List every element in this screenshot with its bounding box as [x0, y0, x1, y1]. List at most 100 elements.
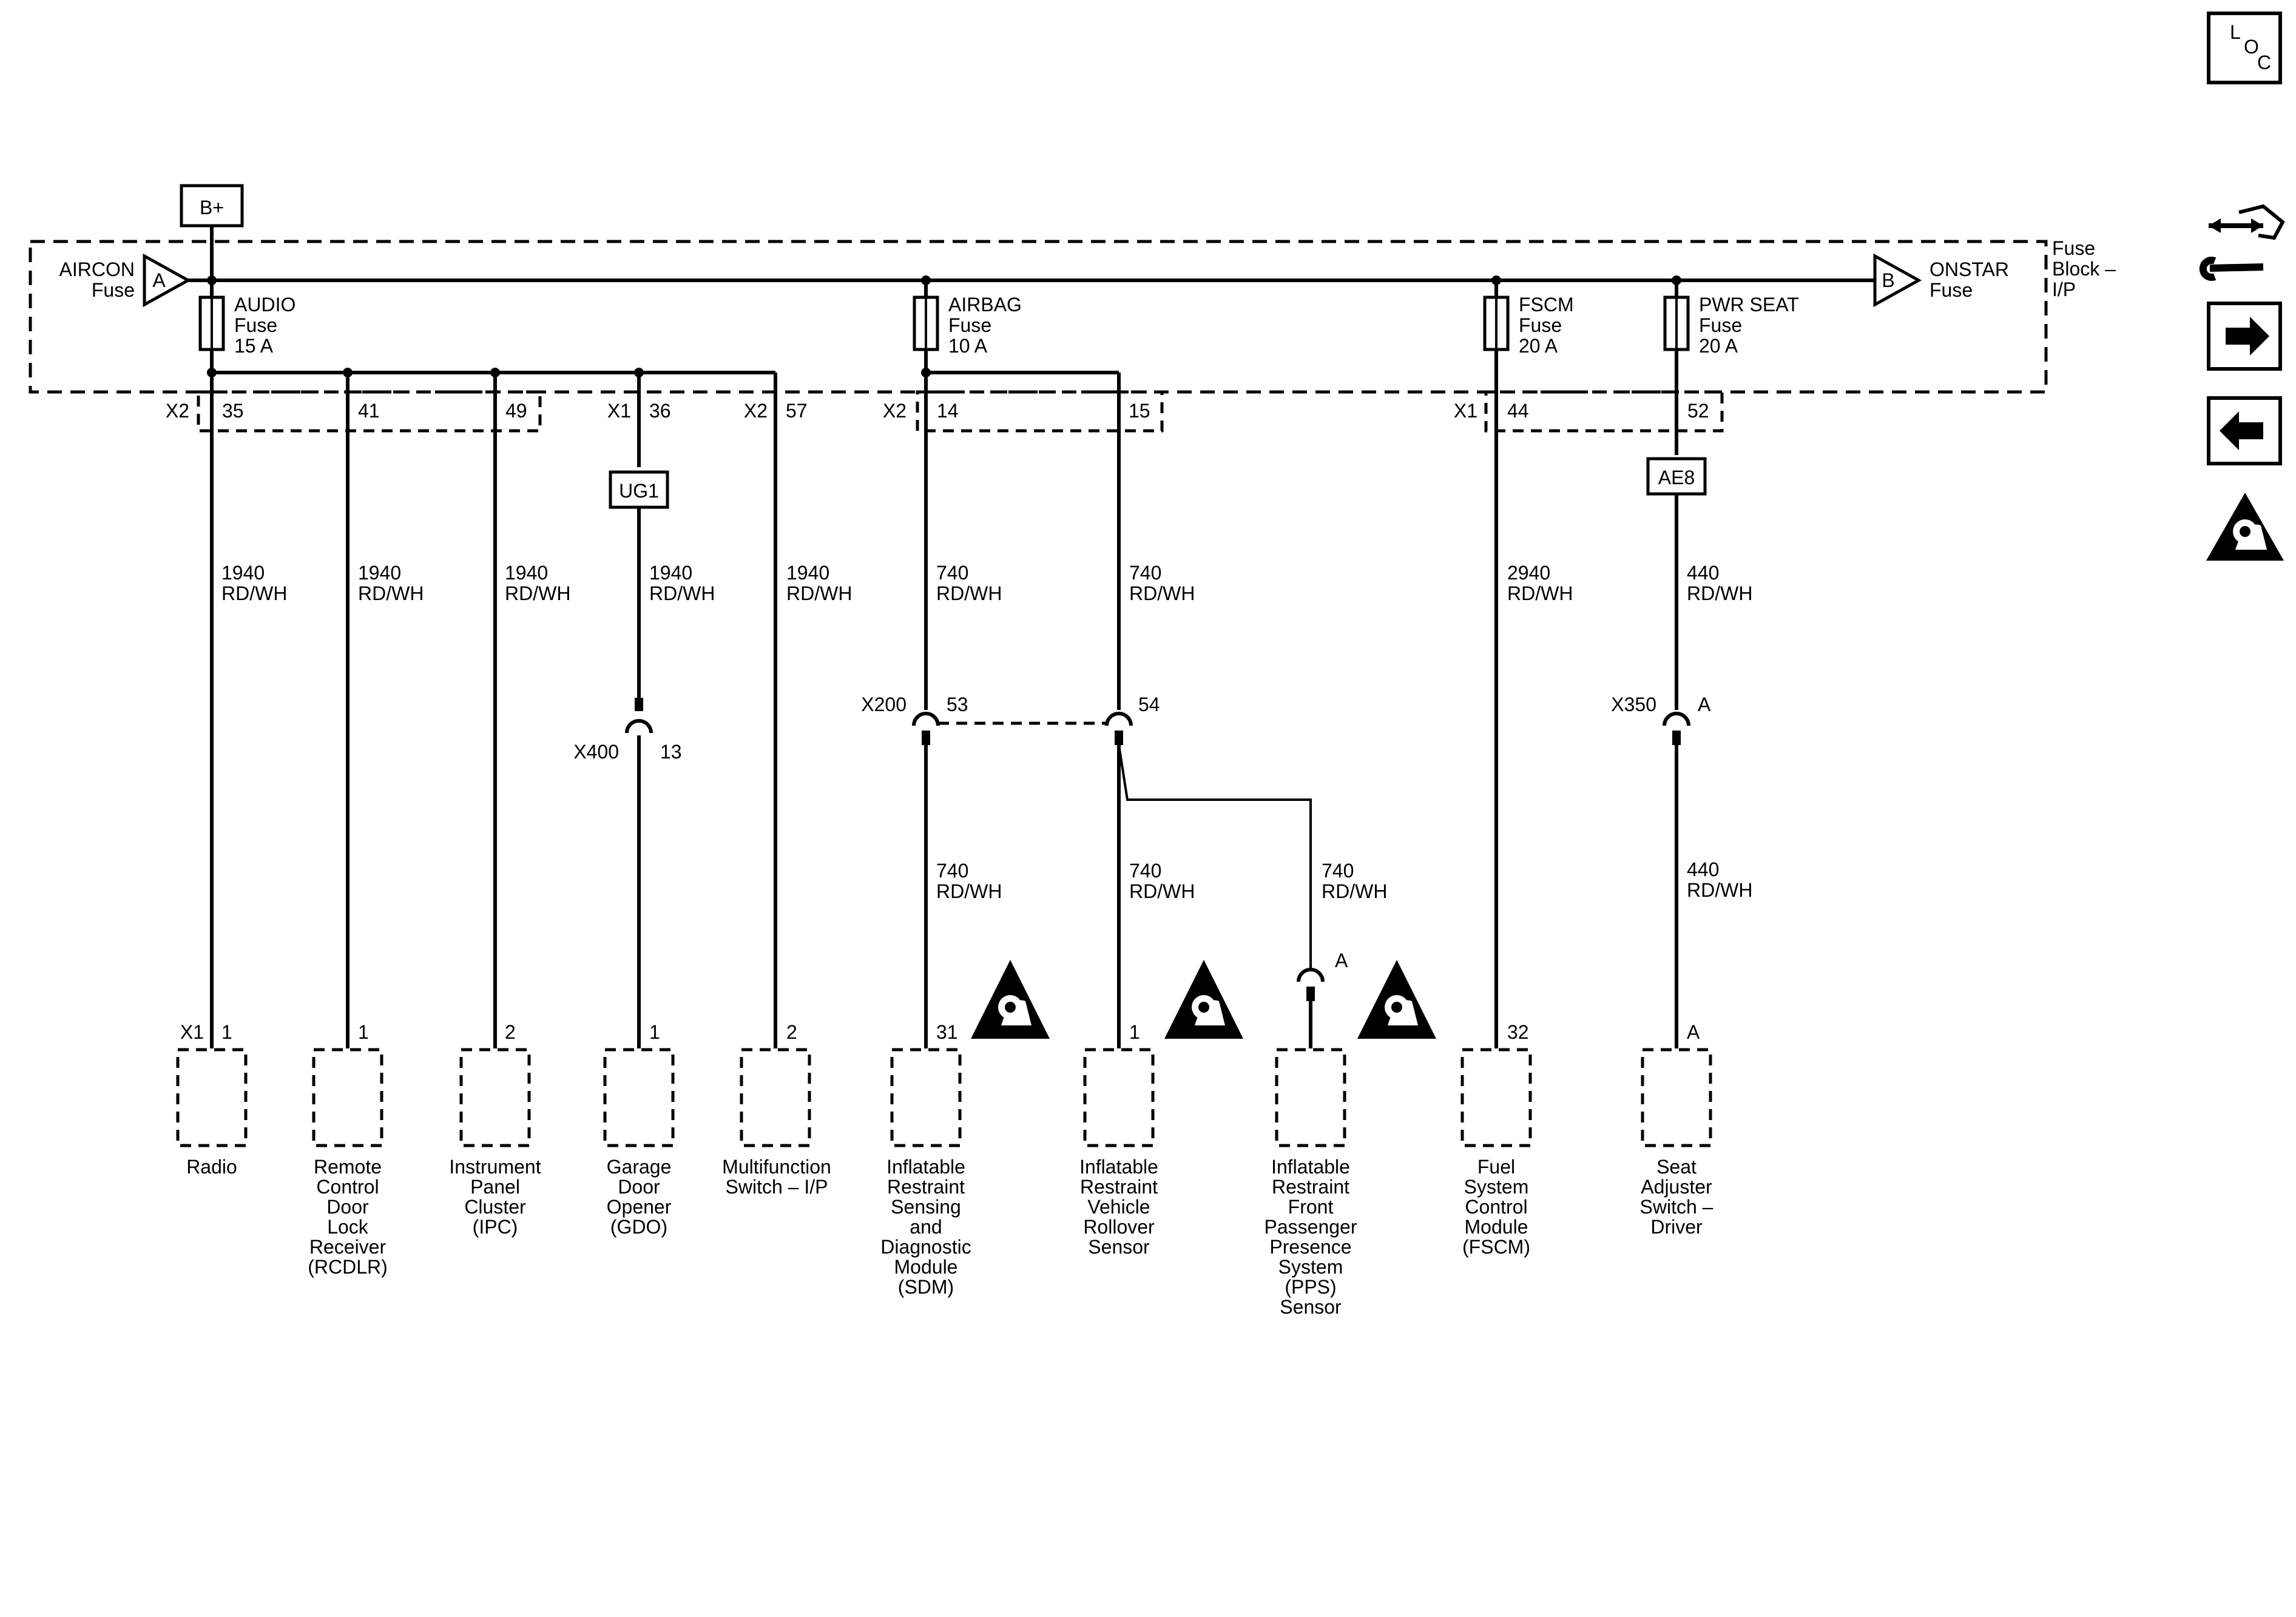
location-view-button[interactable]: L O C	[2207, 12, 2282, 84]
component-gdo-label: (GDO)	[610, 1216, 667, 1238]
component-pin: 1	[649, 1021, 660, 1043]
component-sdm-label: Sensing	[891, 1196, 961, 1218]
component-sdm-label: Diagnostic	[880, 1236, 971, 1258]
offpage-b-letter: B	[1882, 269, 1894, 291]
previous-page-arrow-icon[interactable]	[2207, 396, 2282, 465]
component-sdm-label: Restraint	[887, 1176, 965, 1198]
wire-circuit: 740	[936, 562, 968, 584]
audio-fuse-label-1: AUDIO	[234, 294, 295, 316]
connector-x1b-name: X1	[1454, 400, 1477, 422]
pwr-seat-fuse-label-1: PWR SEAT	[1699, 294, 1799, 316]
component-sdm-label: Module	[894, 1256, 958, 1278]
component-rcdlr-label: Remote	[314, 1156, 382, 1178]
component-pin: 1	[358, 1021, 369, 1043]
wire-color: RD/WH	[1687, 582, 1752, 604]
component-fscm-label: Module	[1465, 1216, 1528, 1238]
airbag-fuse-label-1: AIRBAG	[948, 294, 1022, 316]
loc-letter-l: L	[2230, 21, 2241, 43]
splice-ae8-label: AE8	[1658, 467, 1695, 488]
wire-color: RD/WH	[1129, 582, 1195, 604]
component-pps-label: Inflatable	[1271, 1156, 1350, 1178]
component-fscm	[1460, 1048, 1532, 1147]
x350-socket	[1663, 712, 1690, 726]
offpage-b-label-1: ONSTAR	[1930, 258, 2009, 280]
wire-circuit: 2940	[1507, 562, 1550, 584]
component-pin: 32	[1507, 1021, 1529, 1043]
pwr-seat-fuse-label-3: 20 A	[1699, 335, 1738, 357]
component-radio-label: Radio	[186, 1156, 237, 1178]
pin-15: 15	[1129, 400, 1150, 422]
wire-circuit: 740	[1129, 860, 1161, 882]
airbag-fuse-label-3: 10 A	[948, 335, 988, 357]
audio-fuse-label-2: Fuse	[234, 314, 277, 336]
pps-inline-pin-label: A	[1335, 950, 1348, 971]
wire-color: RD/WH	[1322, 880, 1387, 902]
component-pps-label: System	[1278, 1256, 1343, 1278]
wire-pps-branch	[1118, 744, 1312, 970]
connector-repair-icon[interactable]	[2199, 204, 2285, 281]
offpage-connector-b	[1873, 253, 1922, 308]
component-pin: A	[1687, 1021, 1700, 1043]
wire-circuit: 1940	[221, 562, 265, 584]
component-ipc-label: (IPC)	[473, 1216, 518, 1238]
component-gdo-label: Opener	[607, 1196, 672, 1218]
component-pps-label: Sensor	[1280, 1296, 1342, 1318]
wire-circuit: 740	[936, 860, 968, 882]
component-seat-label: Seat	[1656, 1156, 1697, 1178]
x200-pin-53-label: 53	[947, 694, 968, 715]
next-page-arrow-icon[interactable]	[2207, 302, 2282, 371]
pin-44: 44	[1507, 400, 1529, 422]
component-seat-adjuster-switch	[1641, 1048, 1712, 1147]
component-multifunction-label: Multifunction	[722, 1156, 831, 1178]
component-rollover-label: Restraint	[1080, 1176, 1158, 1198]
x200-pin-53	[922, 731, 930, 745]
wire-color: RD/WH	[1687, 879, 1752, 901]
component-rollover-label: Sensor	[1088, 1236, 1150, 1258]
x400-pin-male	[635, 698, 643, 711]
battery-supply-label: B+	[200, 197, 224, 218]
x200-name: X200	[861, 694, 907, 715]
wire-color: RD/WH	[649, 582, 715, 604]
component-pin: 31	[936, 1021, 958, 1043]
component-sdm-label: and	[910, 1216, 942, 1238]
pwr-seat-fuse-label-2: Fuse	[1699, 314, 1742, 336]
connector-x1-shell	[1484, 390, 1724, 433]
component-ipc-label: Cluster	[464, 1196, 526, 1218]
connector-x2-name: X2	[166, 400, 189, 422]
component-gdo-label: Door	[618, 1176, 660, 1198]
wire-color: RD/WH	[358, 582, 424, 604]
airbag-warning-icon	[1357, 960, 1436, 1039]
offpage-a-label-2: Fuse	[92, 279, 135, 301]
component-rcdlr-label: (RCDLR)	[308, 1256, 388, 1278]
fuse-block-label-3: I/P	[2052, 279, 2076, 300]
component-sdm	[890, 1048, 962, 1147]
component-ipc-label: Instrument	[449, 1156, 541, 1178]
component-gdo	[603, 1048, 675, 1147]
splice-ae8-box	[1646, 457, 1707, 496]
airbag-warning-icon[interactable]	[2206, 493, 2284, 561]
audio-fuse-label-3: 15 A	[234, 335, 274, 357]
pin-49: 49	[505, 400, 527, 422]
wire-color: RD/WH	[221, 582, 287, 604]
x350-pin	[1672, 731, 1681, 745]
component-rcdlr-label: Control	[316, 1176, 379, 1198]
x200-socket-54	[1105, 712, 1133, 726]
wire-circuit: 740	[1129, 562, 1161, 584]
component-rcdlr-label: Receiver	[309, 1236, 387, 1258]
pin-36: 36	[649, 400, 671, 422]
component-pps-label: Passenger	[1264, 1216, 1357, 1238]
component-pin: 1	[221, 1021, 232, 1043]
wire-color: RD/WH	[1129, 880, 1195, 902]
connector-x2-shell	[197, 390, 542, 433]
component-rollover-label: Inflatable	[1079, 1156, 1158, 1178]
component-pin: 1	[1129, 1021, 1140, 1043]
wire-circuit: 1940	[505, 562, 548, 584]
component-pin: 2	[786, 1021, 797, 1043]
pin-52: 52	[1687, 400, 1709, 422]
x350-pin-label: A	[1698, 694, 1711, 715]
pps-inline-socket	[1297, 968, 1325, 982]
component-sdm-label: Inflatable	[886, 1156, 965, 1178]
component-pps-sensor	[1275, 1048, 1346, 1147]
connector-x2-airbag-shell	[916, 390, 1164, 433]
